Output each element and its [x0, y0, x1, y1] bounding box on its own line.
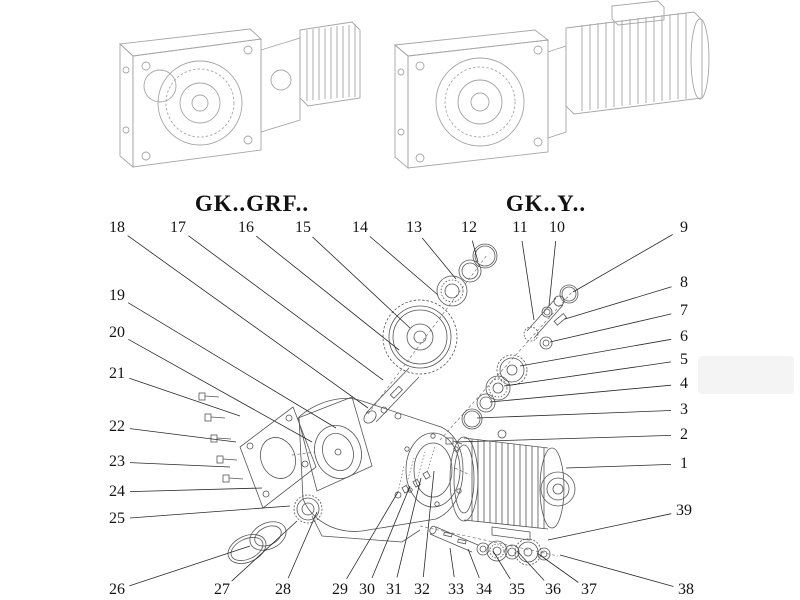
- leader-line-3: [476, 410, 672, 419]
- leader-line-17: [188, 235, 384, 381]
- leader-line-5: [503, 361, 672, 387]
- motor: [445, 429, 576, 541]
- leader-line-20: [128, 338, 313, 443]
- leader-line-30: [371, 485, 411, 579]
- part-number-15: 15: [295, 219, 311, 236]
- part-number-27: 27: [214, 581, 230, 598]
- part-number-19: 19: [109, 287, 125, 304]
- part-number-9: 9: [680, 219, 688, 236]
- part-number-24: 24: [109, 483, 125, 500]
- part-number-13: 13: [406, 219, 422, 236]
- leader-line-25: [129, 505, 291, 519]
- leader-line-27: [231, 520, 298, 582]
- part-number-18: 18: [109, 219, 125, 236]
- part-number-6: 6: [680, 328, 688, 345]
- part-number-36: 36: [545, 581, 561, 598]
- leader-line-18: [127, 235, 369, 409]
- part-number-11: 11: [512, 219, 528, 236]
- leader-line-8: [564, 286, 672, 320]
- assembled-view-left: [118, 21, 361, 168]
- part-number-34: 34: [476, 581, 492, 598]
- part-number-30: 30: [359, 581, 375, 598]
- part-number-33: 33: [448, 581, 464, 598]
- part-number-22: 22: [109, 418, 125, 435]
- part-number-37: 37: [581, 581, 597, 598]
- part-number-1: 1: [680, 455, 688, 472]
- leader-line-34: [467, 548, 480, 579]
- part-number-31: 31: [386, 581, 402, 598]
- leader-line-39: [547, 513, 672, 541]
- output-shaft-parts: [429, 525, 551, 566]
- leader-line-15: [312, 236, 411, 329]
- leader-line-38: [559, 554, 674, 587]
- part-number-17: 17: [170, 219, 186, 236]
- assembled-view-right: [393, 0, 710, 169]
- upper-bearing-set: [436, 243, 498, 307]
- part-number-29: 29: [332, 581, 348, 598]
- leader-line-10: [548, 240, 557, 307]
- part-number-25: 25: [109, 510, 125, 527]
- main-gear-and-shaft: [363, 299, 458, 424]
- leader-line-24: [129, 487, 263, 492]
- leader-line-14: [369, 236, 439, 296]
- part-number-10: 10: [549, 219, 565, 236]
- part-number-20: 20: [109, 324, 125, 341]
- pinion-shaft-parts: [461, 284, 579, 430]
- leader-line-19: [127, 302, 337, 429]
- part-number-23: 23: [109, 453, 125, 470]
- leader-line-12: [471, 240, 479, 263]
- leader-line-29: [346, 491, 399, 580]
- leader-line-13: [421, 237, 457, 280]
- part-number-7: 7: [680, 302, 688, 319]
- watermark-patch: [698, 356, 794, 394]
- leader-line-35: [492, 550, 511, 580]
- part-number-12: 12: [461, 219, 477, 236]
- part-number-39: 39: [676, 502, 692, 519]
- leader-line-21: [129, 377, 241, 417]
- leader-line-23: [129, 462, 231, 468]
- leader-line-7: [549, 313, 672, 343]
- leader-line-6: [519, 338, 672, 367]
- leader-line-11: [521, 240, 535, 321]
- gear-housing: [297, 396, 464, 543]
- exploded-view: [198, 243, 579, 566]
- assembly-axes: [291, 254, 573, 557]
- part-number-21: 21: [109, 365, 125, 382]
- leader-line-22: [129, 428, 237, 443]
- part-number-16: 16: [238, 219, 254, 236]
- leader-line-31: [396, 477, 422, 578]
- part-number-28: 28: [275, 581, 291, 598]
- part-number-4: 4: [680, 375, 688, 392]
- leader-line-28: [287, 511, 318, 579]
- leader-line-32: [422, 470, 435, 578]
- flange-plate-and-bolts: [198, 392, 317, 509]
- part-number-14: 14: [352, 219, 368, 236]
- part-number-5: 5: [680, 351, 688, 368]
- leader-line-36: [516, 550, 545, 581]
- leader-line-1: [565, 464, 672, 469]
- leader-line-4: [489, 384, 672, 403]
- part-number-32: 32: [414, 581, 430, 598]
- leader-line-37: [536, 552, 579, 583]
- model-label-left: GK..GRF..: [194, 191, 310, 216]
- part-number-38: 38: [678, 581, 694, 598]
- part-number-26: 26: [109, 581, 125, 598]
- part-number-2: 2: [680, 426, 688, 443]
- model-label-right: GK..Y..: [505, 191, 587, 216]
- leader-line-33: [449, 547, 455, 578]
- part-number-8: 8: [680, 274, 688, 291]
- leader-line-16: [255, 235, 400, 351]
- leader-line-26: [129, 545, 251, 587]
- leader-line-2: [454, 435, 672, 443]
- part-number-35: 35: [509, 581, 525, 598]
- part-number-3: 3: [680, 401, 688, 418]
- leader-line-9: [572, 234, 673, 293]
